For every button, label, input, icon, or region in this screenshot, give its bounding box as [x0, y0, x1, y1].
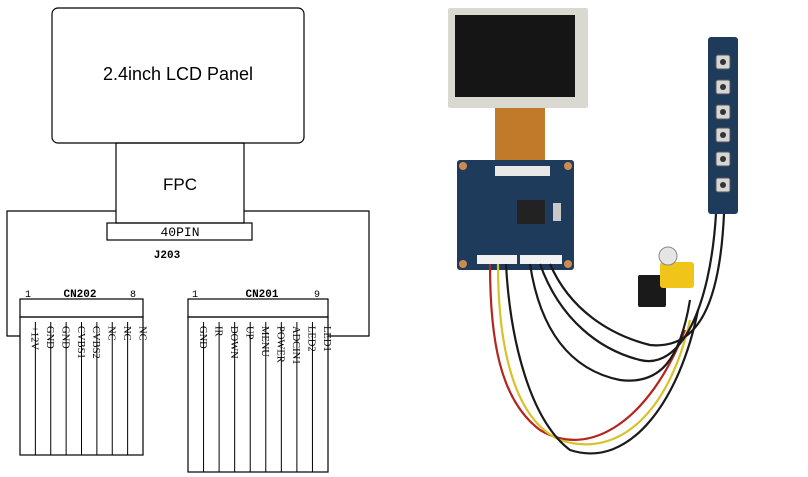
- wire-black: [504, 263, 700, 455]
- rca-plug: [658, 246, 678, 266]
- wire-black: [548, 213, 726, 347]
- pin-label: ADCIN1: [290, 326, 301, 365]
- pin-label: NC: [121, 326, 132, 341]
- cn201-pin-box: [187, 316, 329, 473]
- lcd-module: [448, 8, 588, 168]
- pin-label: NC: [106, 326, 117, 341]
- cn202-last-pin: 8: [130, 290, 136, 301]
- pin-label: CVBS2: [90, 326, 101, 359]
- key-button-cap: [720, 84, 726, 90]
- pin-label: GND: [197, 326, 208, 349]
- cn201-socket: [520, 255, 562, 264]
- key-button-cap: [720, 59, 726, 65]
- mount-hole: [564, 260, 572, 268]
- key-button-cap: [720, 156, 726, 162]
- pin-label: CVBS1: [75, 326, 86, 359]
- cn201-title: CN201: [245, 289, 278, 301]
- dc-power-jack: [638, 275, 666, 307]
- cn201-last-pin: 9: [314, 290, 320, 301]
- wire-red: [488, 263, 687, 441]
- pin-label: GND: [59, 326, 70, 349]
- product-photo: [448, 8, 738, 455]
- cn202-socket: [477, 255, 517, 264]
- cn202-first-pin: 1: [25, 290, 31, 301]
- cn202-title: CN202: [63, 289, 96, 301]
- wires: [488, 213, 726, 455]
- pin-label: UP: [243, 326, 254, 340]
- j203-connector-box: [106, 222, 253, 241]
- connector-label: 40PIN: [160, 225, 199, 240]
- cn201-first-pin: 1: [192, 290, 198, 301]
- fpc-label: FPC: [163, 175, 197, 194]
- mount-hole: [459, 260, 467, 268]
- key-button-cap: [720, 132, 726, 138]
- fpc-ribbon: [495, 108, 545, 168]
- wiring-diagram: 2.4inch LCD Panel FPC 40PIN J203 CN202 1…: [6, 7, 370, 473]
- wire-black: [538, 213, 718, 363]
- cn201-header-box: [187, 298, 329, 318]
- power-connectors: [638, 246, 694, 307]
- control-board: [457, 160, 574, 270]
- key-board-pcb: [708, 37, 738, 214]
- crystal: [553, 203, 561, 221]
- pin-label: LED2: [306, 326, 317, 352]
- pin-label: +12V: [29, 326, 40, 350]
- board-connector-strip: [495, 166, 550, 176]
- control-board-pcb: [457, 160, 574, 270]
- mount-hole: [459, 162, 467, 170]
- key-button-cap: [720, 109, 726, 115]
- lcd-screen: [455, 15, 575, 97]
- pin-label: DOWN: [228, 326, 239, 359]
- main-chip: [517, 200, 545, 224]
- pin-label: MENU: [259, 326, 270, 357]
- lcd-bezel-tab: [575, 14, 588, 34]
- yellow-connector: [660, 262, 694, 288]
- cn202-header-box: [19, 298, 144, 318]
- lcd-panel-label: 2.4inch LCD Panel: [103, 64, 253, 84]
- key-button-cap: [720, 182, 726, 188]
- pin-label: POWER: [275, 326, 286, 363]
- pin-label: LED1: [321, 326, 332, 352]
- mount-hole: [564, 162, 572, 170]
- key-board: [708, 37, 738, 214]
- j203-label: J203: [154, 250, 181, 262]
- pin-label: IR: [212, 326, 223, 337]
- pin-label: NC: [136, 326, 147, 341]
- right-wire-line: [244, 210, 370, 337]
- pin-label: GND: [44, 326, 55, 349]
- left-wire-line: [6, 210, 116, 337]
